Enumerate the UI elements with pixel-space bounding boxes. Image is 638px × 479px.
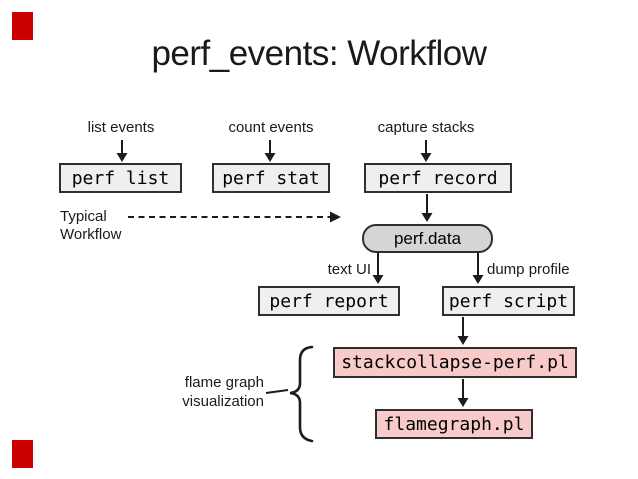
- label-text-ui: text UI: [327, 261, 371, 278]
- label-flame-viz-line2: visualization: [182, 393, 264, 410]
- node-perf-record: perf record: [364, 163, 512, 193]
- arrow-typical-workflow-dashed: [128, 211, 341, 223]
- red-corner-marker-top-left: [12, 12, 33, 40]
- flame-viz-connector-line: [265, 389, 289, 394]
- arrow-perf-record-to-perf-data: [421, 194, 433, 222]
- arrow-perf-data-to-perf-report: [372, 253, 384, 284]
- node-flamegraph: flamegraph.pl: [375, 409, 533, 439]
- label-flame-viz-line1: flame graph: [184, 374, 264, 391]
- label-typical-workflow: Typical Workflow: [60, 208, 121, 244]
- flame-viz-curly-brace: [289, 345, 314, 443]
- arrow-stackcollapse-to-flamegraph: [457, 379, 469, 407]
- node-perf-data-file: perf.data: [362, 224, 493, 253]
- node-perf-list: perf list: [59, 163, 182, 193]
- arrow-count-events-to-perf-stat: [264, 140, 276, 162]
- label-dump-profile: dump profile: [487, 261, 570, 278]
- red-corner-marker-bottom-left: [12, 440, 33, 468]
- node-perf-report: perf report: [258, 286, 400, 316]
- arrow-perf-data-to-perf-script: [472, 253, 484, 284]
- arrow-list-events-to-perf-list: [116, 140, 128, 162]
- node-perf-script: perf script: [442, 286, 575, 316]
- node-perf-stat: perf stat: [212, 163, 330, 193]
- arrow-capture-stacks-to-perf-record: [420, 140, 432, 162]
- label-capture-stacks: capture stacks: [377, 119, 475, 136]
- label-list-events: list events: [87, 119, 155, 136]
- label-flame-graph-visualization: flame graph visualization: [144, 373, 264, 411]
- arrow-perf-script-to-stackcollapse: [457, 317, 469, 345]
- slide-title: perf_events: Workflow: [151, 34, 487, 73]
- label-typical-line1: Typical: [60, 208, 107, 225]
- label-typical-line2: Workflow: [60, 226, 122, 243]
- label-count-events: count events: [228, 119, 314, 136]
- node-stackcollapse-perf: stackcollapse-perf.pl: [333, 347, 577, 378]
